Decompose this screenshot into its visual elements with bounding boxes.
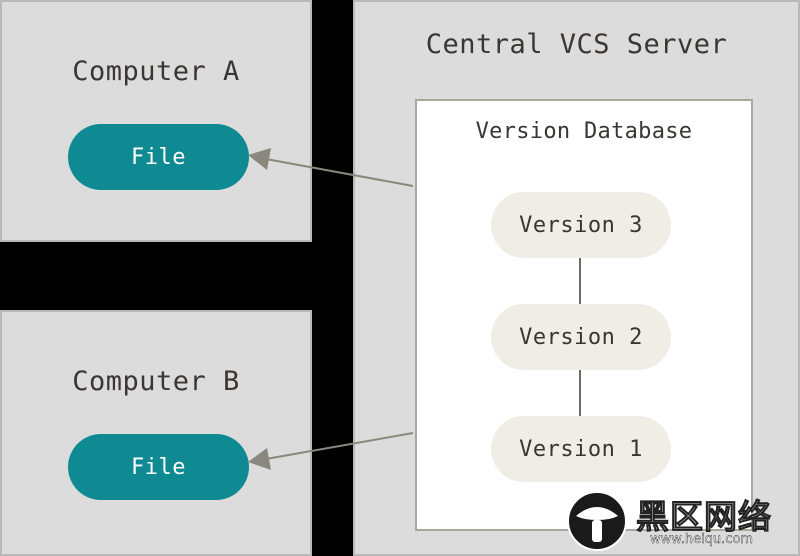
computer-b-file: File — [68, 434, 249, 500]
arrow-to-computer-b — [248, 432, 414, 470]
arrow-to-computer-a — [248, 148, 414, 187]
version-3: Version 3 — [491, 192, 671, 258]
computer-a-title: Computer A — [72, 56, 240, 87]
version-2: Version 2 — [491, 304, 671, 370]
version-connector-3-2 — [579, 257, 581, 305]
central-vcs-server-title: Central VCS Server — [425, 29, 728, 60]
computer-a-file: File — [68, 124, 249, 190]
version-database-title: Version Database — [475, 119, 693, 144]
computer-b-panel: Computer B File — [0, 310, 312, 556]
computer-a-panel: Computer A File — [0, 0, 312, 242]
version-connector-2-1 — [579, 369, 581, 417]
watermark-url: www.heiqu.com — [650, 532, 754, 547]
watermark-logo-icon — [567, 491, 627, 551]
computer-b-title: Computer B — [72, 366, 240, 397]
version-1: Version 1 — [491, 416, 671, 482]
watermark-brand: 黑区网络 — [636, 497, 772, 537]
